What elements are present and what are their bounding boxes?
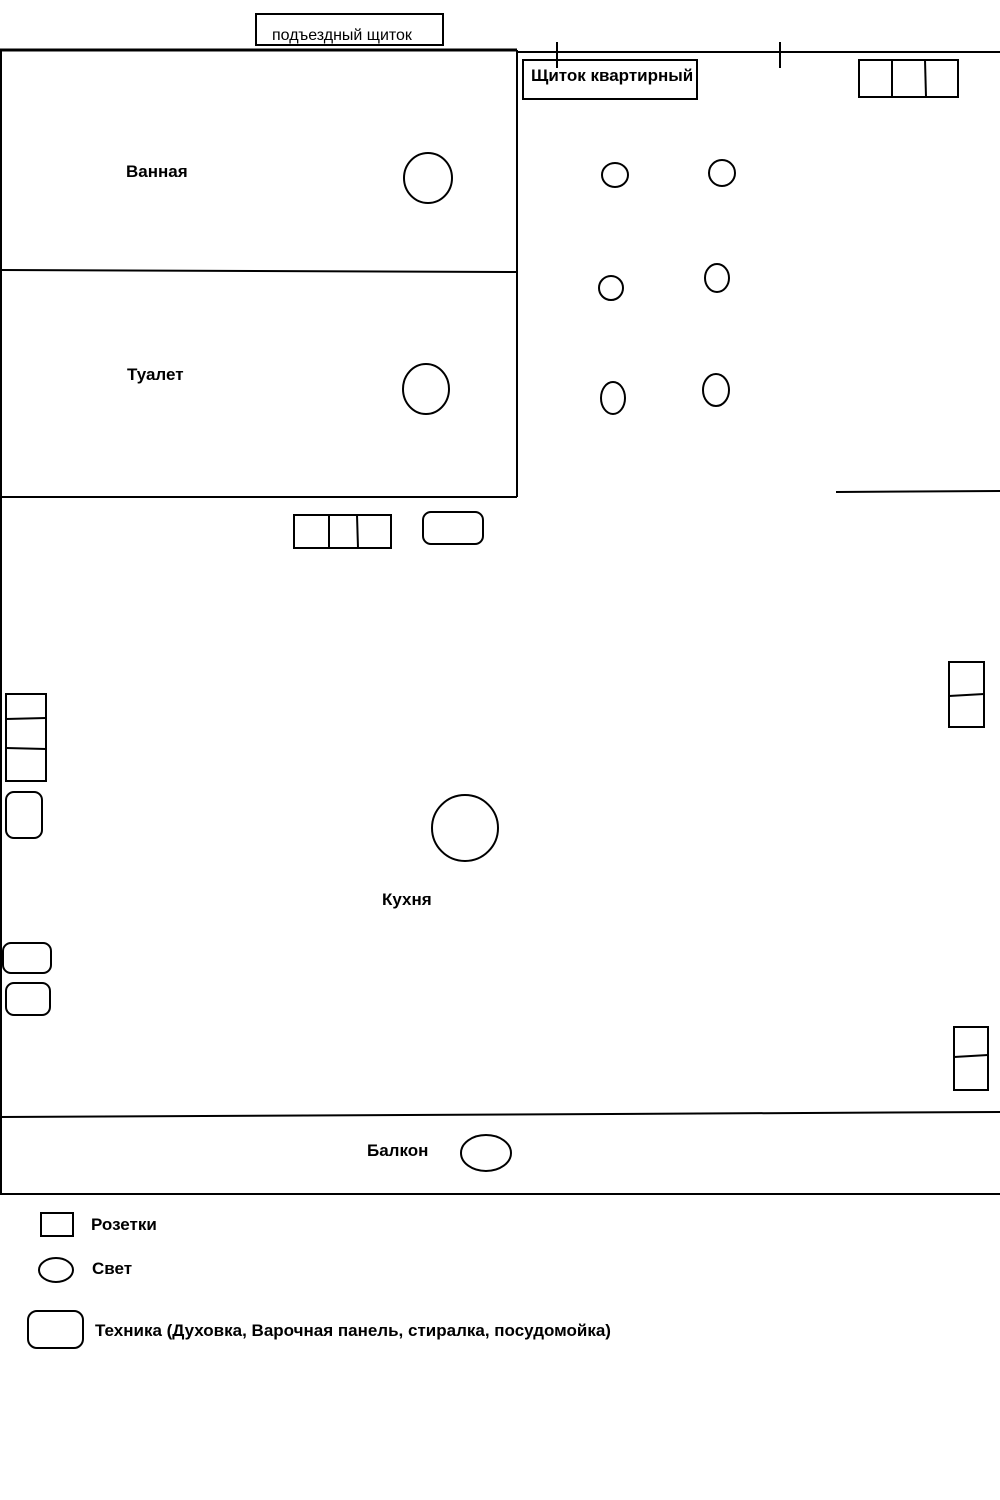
socket-divider bbox=[356, 514, 359, 549]
legend-appliances-label: Техника (Духовка, Варочная панель, стира… bbox=[95, 1321, 611, 1340]
light-hall bbox=[702, 373, 730, 407]
socket-divider bbox=[924, 59, 927, 98]
light-balcony bbox=[460, 1134, 512, 1172]
light-hall bbox=[601, 162, 629, 188]
room-label-kitchen: Кухня bbox=[382, 890, 432, 909]
socket-group-kitchen-right-lower bbox=[953, 1026, 989, 1091]
light-bathroom bbox=[403, 152, 453, 204]
socket-group-kitchen-right-upper bbox=[948, 661, 985, 728]
socket-group-top-right bbox=[858, 59, 959, 98]
light-kitchen bbox=[431, 794, 499, 862]
socket-divider bbox=[5, 717, 47, 720]
room-label-toilet: Туалет bbox=[127, 365, 184, 384]
light-toilet bbox=[402, 363, 450, 415]
socket-group-kitchen-left bbox=[5, 693, 47, 782]
light-hall bbox=[708, 159, 736, 187]
socket-frame bbox=[5, 693, 47, 782]
light-hall bbox=[598, 275, 624, 301]
socket-frame bbox=[858, 59, 959, 98]
apartment-panel-label: Щиток квартирный bbox=[531, 66, 693, 85]
socket-divider bbox=[953, 1054, 989, 1058]
room-label-balcony: Балкон bbox=[367, 1141, 428, 1160]
legend-socket-symbol bbox=[40, 1212, 74, 1237]
balcony-wall bbox=[0, 1111, 1000, 1118]
room-label-bathroom: Ванная bbox=[126, 162, 188, 181]
socket-divider bbox=[948, 693, 985, 697]
entrance-panel-box bbox=[255, 13, 444, 46]
legend: Розетки Свет Техника (Духовка, Варочная … bbox=[27, 1212, 611, 1349]
light-hall bbox=[704, 263, 730, 293]
legend-sockets-label: Розетки bbox=[91, 1215, 157, 1234]
apartment-panel-box bbox=[522, 59, 698, 100]
legend-light-label: Свет bbox=[92, 1259, 132, 1278]
legend-light-symbol bbox=[38, 1257, 74, 1283]
light-hall bbox=[600, 381, 626, 415]
appliance-hall bbox=[422, 511, 484, 545]
appliance-kitchen bbox=[5, 791, 43, 839]
entrance-panel-label: подъездный щиток bbox=[272, 27, 413, 44]
legend-appliance-symbol bbox=[27, 1310, 84, 1349]
socket-frame bbox=[293, 514, 392, 549]
appliance-kitchen bbox=[2, 942, 52, 974]
socket-divider bbox=[5, 747, 47, 750]
right-partition bbox=[835, 490, 1000, 493]
socket-frame bbox=[953, 1026, 989, 1091]
bathroom-toilet-divider bbox=[0, 269, 519, 273]
socket-group-hall bbox=[293, 514, 392, 549]
appliance-kitchen bbox=[5, 982, 51, 1016]
